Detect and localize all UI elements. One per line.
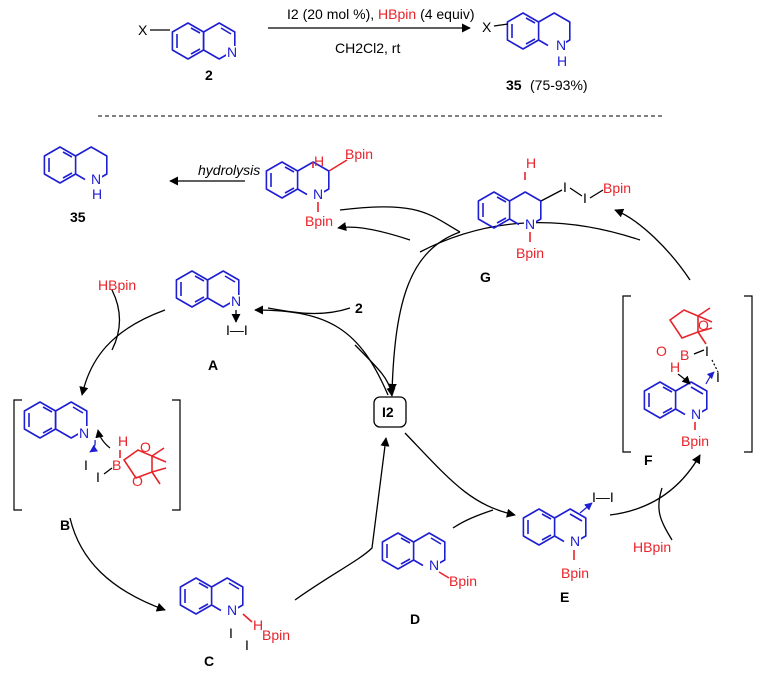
- hbpin-entry-left: [111, 289, 121, 351]
- bpin-label: Bpin: [305, 213, 333, 229]
- n-atom: N: [91, 171, 101, 187]
- substrate-2-input: 2: [355, 300, 363, 316]
- h-atom: H: [526, 155, 536, 171]
- intermediate-e: N Bpin I—I E: [522, 489, 614, 605]
- h-atom: H: [118, 433, 128, 449]
- label-e: E: [560, 589, 569, 605]
- label-c: C: [204, 653, 214, 669]
- bpin-label: Bpin: [449, 573, 477, 589]
- label-d: D: [410, 611, 420, 627]
- h-atom: H: [670, 359, 680, 375]
- arrow-a-to-b: [79, 309, 166, 396]
- bpin-label: Bpin: [516, 245, 544, 261]
- intermediate-g: N H I I Bpin Bpin G: [477, 155, 631, 285]
- n-atom: N: [556, 37, 566, 53]
- product-yield: (75-93%): [530, 77, 588, 93]
- n-atom: N: [525, 216, 535, 232]
- i-atom: I: [563, 179, 567, 195]
- b-atom: B: [680, 347, 689, 363]
- arrow-e-to-f: [609, 454, 701, 516]
- n-atom: N: [79, 425, 89, 441]
- n-atom: N: [570, 533, 580, 549]
- n-atom: N: [429, 557, 439, 573]
- hydrolysis-label: hydrolysis: [198, 162, 260, 178]
- b-atom: B: [112, 457, 121, 473]
- substrate-label: 2: [205, 67, 213, 83]
- n-atom: N: [231, 293, 241, 309]
- n-atom: N: [227, 44, 237, 60]
- transition-state-f: O O B I I H N Bpin F: [622, 295, 753, 468]
- transition-state-b: N I I B H O O B: [13, 399, 181, 533]
- label-a: A: [208, 357, 218, 373]
- product-label: 35: [506, 77, 522, 93]
- o-atom: O: [140, 439, 151, 455]
- hbpin-left: HBpin: [98, 277, 136, 293]
- product-35: N H X 35 (75-93%): [482, 12, 588, 93]
- cycle-arrow-to-i2: [354, 344, 396, 397]
- i2-catalyst-box: [373, 396, 407, 428]
- i-atom: I: [229, 625, 233, 641]
- bpin-label: Bpin: [561, 565, 589, 581]
- i-atom: I: [716, 369, 720, 385]
- h-atom: H: [314, 153, 324, 169]
- intermediate-d: N Bpin D: [381, 532, 477, 627]
- n-atom: N: [313, 186, 323, 202]
- arrow-split: [339, 206, 461, 233]
- bpin-label: Bpin: [345, 146, 373, 162]
- ii-label: I—I: [592, 489, 614, 505]
- arrow-to-borylated: [337, 222, 411, 241]
- product-35-label: 35: [70, 209, 86, 225]
- o-atom: O: [132, 473, 143, 489]
- arrow-i2-to-a: [254, 305, 389, 396]
- substrate-2: N X 2: [138, 22, 238, 83]
- i-atom: I: [84, 457, 88, 473]
- o-atom: O: [656, 343, 667, 359]
- bpin-label: Bpin: [262, 627, 290, 643]
- n-atom: N: [691, 406, 701, 422]
- i-atom: I: [705, 343, 709, 359]
- d-entry: [452, 509, 494, 529]
- intermediate-c: N H I I Bpin C: [179, 577, 290, 669]
- n-atom: N: [227, 602, 237, 618]
- h-atom: H: [253, 617, 263, 633]
- two-entry: [267, 307, 351, 315]
- i-atom: I: [245, 637, 249, 653]
- intermediate-a: N I—I A: [175, 270, 248, 373]
- h-atom: H: [92, 186, 102, 202]
- product-35-cycle: N H 35: [43, 146, 108, 225]
- arrow-i2-to-e: [404, 432, 516, 518]
- x-substituent: X: [138, 22, 148, 38]
- i-atom: I: [583, 190, 587, 206]
- arrow-b-to-c: [69, 517, 166, 612]
- arrow-f-to-g: [614, 208, 691, 281]
- hbpin-entry-right: [658, 487, 673, 541]
- h-atom: H: [557, 53, 567, 69]
- label-g: G: [480, 269, 491, 285]
- conditions: CH2Cl2, rt: [335, 40, 400, 56]
- bpin-label: Bpin: [603, 180, 631, 196]
- reagent-line: I2 (20 mol %), HBpin (4 equiv): [287, 6, 475, 22]
- borylated-thq: N H Bpin Bpin: [265, 146, 373, 229]
- arrow-g-to-i2: [387, 231, 461, 393]
- label-b: B: [60, 517, 70, 533]
- ii-label: I—I: [226, 322, 248, 338]
- i-atom: I: [96, 469, 100, 485]
- bpin-label: Bpin: [681, 433, 709, 449]
- label-f: F: [644, 452, 653, 468]
- i2-label: I2: [382, 404, 394, 420]
- o-atom: O: [698, 317, 709, 333]
- hbpin-right: HBpin: [633, 539, 671, 555]
- arrow-c-to-i2: [294, 437, 390, 601]
- x-substituent: X: [482, 19, 492, 35]
